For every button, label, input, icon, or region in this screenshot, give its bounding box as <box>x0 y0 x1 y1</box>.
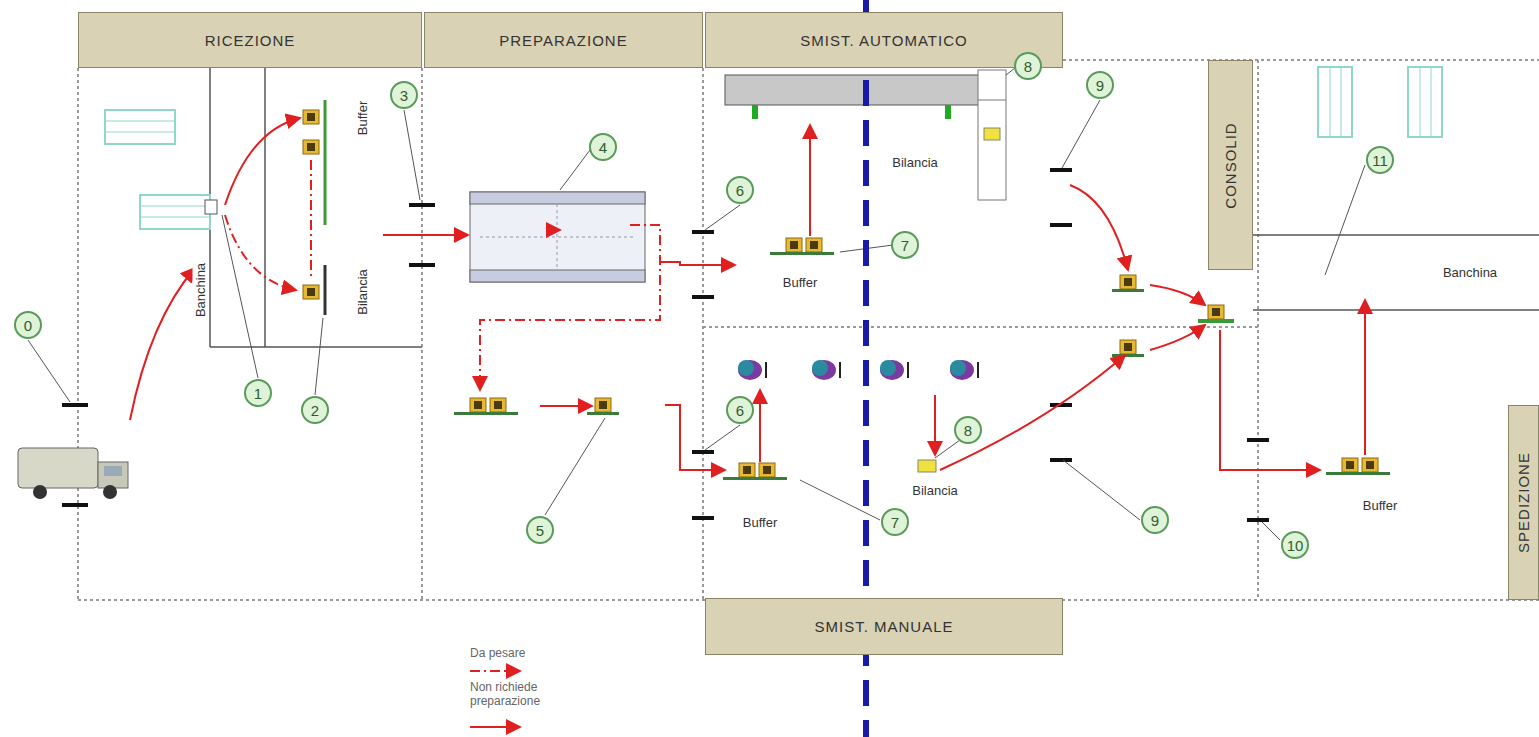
zone-header: RICEZIONE <box>78 12 422 68</box>
callout-number: 11 <box>1366 146 1394 174</box>
zone-title: SPEDIZIONE <box>1515 452 1532 553</box>
callout-number: 2 <box>301 396 329 424</box>
callout-number: 4 <box>589 133 617 161</box>
callout-number: 3 <box>390 81 418 109</box>
zone-title: PREPARAZIONE <box>499 32 627 49</box>
zone-header: CONSOLID <box>1208 60 1253 270</box>
zone-header: SPEDIZIONE <box>1508 405 1539 600</box>
area-label: Buffer <box>355 101 370 135</box>
callout-number: 9 <box>1141 506 1169 534</box>
zone-title: CONSOLID <box>1222 122 1239 208</box>
callout-number: 0 <box>14 311 42 339</box>
zone-title: RICEZIONE <box>205 32 296 49</box>
callout-number: 7 <box>891 231 919 259</box>
area-label: Buffer <box>743 515 777 530</box>
callout-number: 6 <box>726 396 754 424</box>
callout-number: 7 <box>881 508 909 536</box>
zone-title: SMIST. AUTOMATICO <box>800 32 967 49</box>
zone-header: PREPARAZIONE <box>424 12 703 68</box>
callout-number: 5 <box>526 516 554 544</box>
area-label: Banchina <box>193 263 208 317</box>
area-label: Banchina <box>1443 265 1497 280</box>
callout-number: 6 <box>726 176 754 204</box>
area-label: Buffer <box>783 275 817 290</box>
area-label: Buffer <box>1363 498 1397 513</box>
area-label: Bilancia <box>892 155 938 170</box>
zone-title: SMIST. MANUALE <box>814 618 953 635</box>
zone-header: SMIST. MANUALE <box>705 598 1063 655</box>
area-label: Bilancia <box>355 269 370 315</box>
callout-number: 8 <box>1014 52 1042 80</box>
legend-text: Non richiede preparazione <box>470 680 560 708</box>
callout-number: 10 <box>1281 531 1309 559</box>
area-label: Bilancia <box>912 483 958 498</box>
callout-number: 9 <box>1086 71 1114 99</box>
callout-number: 8 <box>954 416 982 444</box>
zone-header: SMIST. AUTOMATICO <box>705 12 1063 68</box>
legend-text: Da pesare <box>470 646 525 660</box>
callout-number: 1 <box>244 379 272 407</box>
